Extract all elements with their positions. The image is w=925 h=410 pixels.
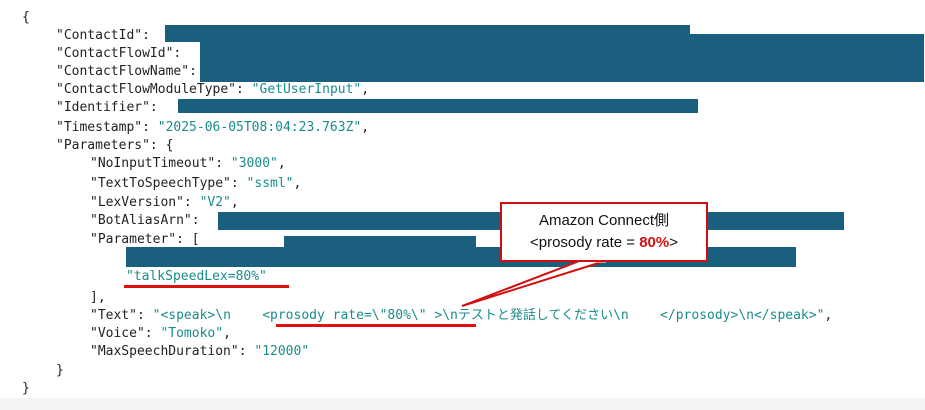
talk-speed-underline [124, 285, 289, 288]
lex-version-line: "LexVersion": "V2", [90, 195, 239, 210]
lex-version-key: "LexVersion" [90, 195, 184, 210]
bot-alias-arn-key: "BotAliasArn" [90, 213, 192, 228]
text-value-start: "<speak>\n [152, 308, 263, 323]
contact-id-line: "ContactId": [56, 28, 158, 43]
redacted-parameter-item-1 [284, 236, 476, 247]
tts-type-value: "ssml" [246, 176, 294, 191]
annotation-callout: Amazon Connect側 <prosody rate = 80%> [500, 202, 708, 262]
tts-type-key: "TextToSpeechType" [90, 176, 231, 191]
contact-flow-name-line: "ContactFlowName": [56, 64, 205, 79]
json-open-brace: { [22, 10, 30, 25]
voice-key: "Voice" [90, 326, 145, 341]
text-value-prosody: <prosody rate=\"80%\" [262, 308, 435, 323]
contact-flow-name-key: "ContactFlowName" [56, 64, 190, 79]
text-value-rest: >\nテストと発話してください\n </prosody>\n</speak>" [434, 308, 825, 323]
callout-rate-value: 80% [639, 234, 670, 251]
bottom-band [0, 398, 925, 410]
identifier-key: "Identifier" [56, 100, 150, 115]
contact-flow-id-line: "ContactFlowId": [56, 46, 190, 61]
text-key: "Text" [90, 308, 137, 323]
voice-line: "Voice": "Tomoko", [90, 326, 231, 341]
json-close-brace: } [22, 381, 30, 396]
parameter-line: "Parameter": [ [90, 232, 200, 247]
redacted-contact-flow-name [200, 60, 924, 82]
parameters-line: "Parameters": { [56, 138, 174, 153]
module-type-value: "GetUserInput" [251, 82, 362, 97]
timestamp-value: "2025-06-05T08:04:23.763Z" [157, 120, 362, 135]
contact-id-key: "ContactId" [56, 28, 143, 43]
voice-value: "Tomoko" [160, 326, 224, 341]
contact-flow-id-key: "ContactFlowId" [56, 46, 174, 61]
talk-speed-lex-value: "talkSpeedLex=80%" [126, 269, 267, 284]
max-duration-key: "MaxSpeechDuration" [90, 344, 239, 359]
no-input-timeout-line: "NoInputTimeout": "3000", [90, 156, 286, 171]
callout-title: Amazon Connect側 [538, 212, 670, 229]
module-type-line: "ContactFlowModuleType": "GetUserInput", [56, 82, 370, 97]
callout-prosody-line: <prosody rate = 80%> [502, 232, 706, 254]
tts-type-line: "TextToSpeechType": "ssml", [90, 176, 302, 191]
identifier-line: "Identifier": [56, 100, 166, 115]
parameter-key: "Parameter" [90, 232, 177, 247]
parameters-close-brace: } [56, 363, 64, 378]
lex-version-value: "V2" [199, 195, 231, 210]
max-duration-line: "MaxSpeechDuration": "12000" [90, 344, 310, 359]
text-line: "Text": "<speak>\n <prosody rate=\"80%\"… [90, 308, 833, 323]
parameter-close-line: ], [90, 290, 106, 305]
no-input-timeout-key: "NoInputTimeout" [90, 156, 216, 171]
prosody-underline [276, 324, 476, 327]
timestamp-line: "Timestamp": "2025-06-05T08:04:23.763Z", [56, 120, 370, 135]
callout-prosody-suffix: > [669, 234, 679, 251]
parameters-key: "Parameters" [56, 138, 150, 153]
callout-prosody-prefix: <prosody rate = [529, 234, 640, 251]
talk-speed-lex-line: "talkSpeedLex=80%" [126, 268, 267, 285]
max-duration-value: "12000" [254, 344, 310, 359]
timestamp-key: "Timestamp" [56, 120, 143, 135]
redacted-identifier [178, 99, 698, 113]
bot-alias-arn-line: "BotAliasArn": [90, 213, 208, 228]
module-type-key: "ContactFlowModuleType" [56, 82, 237, 97]
no-input-timeout-value: "3000" [230, 156, 278, 171]
